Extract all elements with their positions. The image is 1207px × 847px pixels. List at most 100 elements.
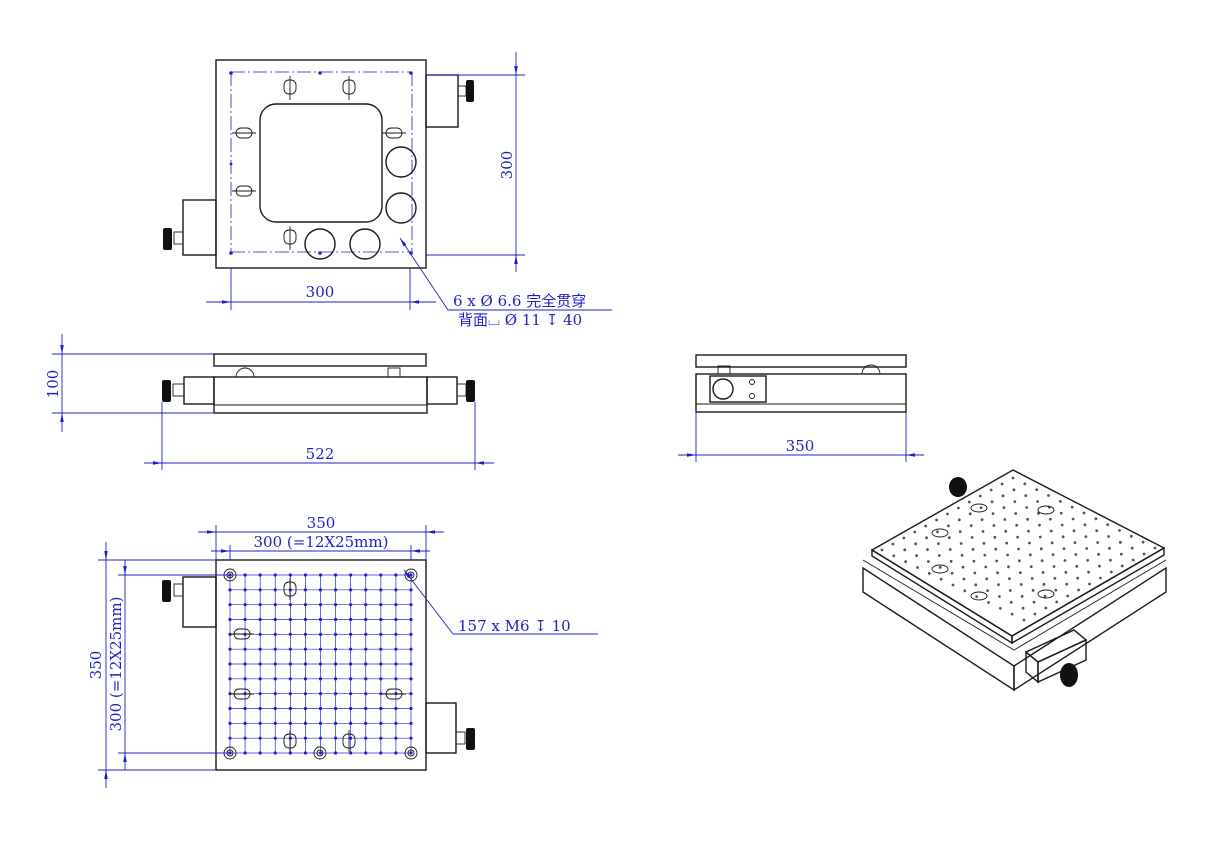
grid-hole	[333, 603, 338, 607]
iso-hole	[1048, 517, 1052, 521]
iso-hole	[990, 500, 994, 504]
iso-hole	[1086, 558, 1090, 562]
grid-hole	[288, 617, 292, 622]
iso-hole	[950, 571, 954, 575]
iso-hole	[1024, 494, 1028, 498]
grid-hole	[409, 721, 413, 725]
iso-hole	[902, 536, 906, 540]
grid-hole	[228, 706, 232, 711]
grid-hole	[394, 617, 398, 622]
iso-hole	[904, 560, 908, 564]
grid-hole	[364, 573, 368, 577]
iso-hole	[1072, 529, 1076, 533]
iso-hole	[1055, 600, 1059, 604]
grid-hole	[303, 677, 308, 681]
iso-hole	[1007, 565, 1010, 569]
front-top-plate	[213, 353, 427, 367]
grid-hole	[318, 721, 323, 725]
iso-hole	[1083, 523, 1087, 527]
grid-hole	[273, 662, 277, 666]
grid-hole	[288, 603, 292, 607]
iso-hole	[1038, 523, 1041, 527]
grid-hole	[333, 751, 338, 755]
top-width-dim: 300	[306, 283, 335, 301]
grid-hole	[273, 751, 277, 755]
grid-hole	[409, 647, 413, 651]
iso-hole	[958, 530, 962, 534]
iso-hole	[937, 554, 941, 557]
grid-hole	[379, 647, 383, 651]
front-width-dim: 522	[306, 445, 335, 463]
grid-hole	[303, 573, 308, 577]
grid-hole	[394, 736, 398, 740]
grid-hole	[379, 662, 383, 666]
grid-hole	[349, 706, 353, 711]
iso-hole	[1025, 506, 1029, 509]
iso-hole	[1062, 547, 1066, 551]
iso-hole	[892, 554, 896, 558]
grid-hole	[349, 632, 353, 636]
iso-hole	[963, 589, 967, 593]
grid-hole	[379, 692, 383, 696]
iso-hole	[1017, 547, 1020, 551]
iso-hole	[1018, 571, 1022, 575]
iso-hole	[968, 512, 972, 516]
iso-hole	[1088, 582, 1091, 586]
iso-hole	[1065, 582, 1069, 586]
iso-hole	[1022, 618, 1026, 622]
iso-hole	[998, 606, 1002, 610]
grid-hole	[394, 662, 398, 666]
iso-hole	[1082, 511, 1086, 515]
grid-hole	[379, 721, 383, 725]
grid-hole	[379, 751, 383, 755]
iso-hole	[1030, 577, 1034, 580]
iso-hole	[1095, 529, 1099, 533]
grid-hole	[273, 692, 277, 696]
grid-hole	[409, 632, 413, 636]
grid-hole	[258, 706, 262, 711]
grid-hole	[379, 603, 383, 607]
grid-hole	[243, 603, 247, 607]
iso-hole	[951, 583, 955, 587]
iso-hole	[1054, 588, 1058, 592]
iso-hole	[1028, 553, 1032, 557]
grid-hole	[349, 736, 353, 740]
front-view: 100 522	[44, 334, 494, 470]
grid-hole	[288, 573, 292, 577]
iso-hole	[1006, 553, 1009, 557]
iso-top-plate	[870, 469, 1166, 637]
grid-hole	[379, 588, 383, 592]
iso-hole	[1051, 553, 1055, 557]
iso-hole	[1029, 565, 1033, 569]
front-height-dim: 100	[44, 370, 62, 399]
grid-hole	[364, 736, 368, 740]
grid-hole	[243, 617, 247, 622]
iso-hole	[1031, 588, 1035, 592]
iso-hole	[962, 577, 966, 581]
grid-inner-height-dim: 300 (=12X25mm)	[107, 597, 125, 732]
iso-hole	[993, 535, 997, 539]
grid-hole	[349, 588, 353, 592]
grid-hole	[409, 588, 413, 592]
iso-hole	[1036, 500, 1039, 503]
iso-hole	[1027, 529, 1030, 533]
iso-hole	[1058, 499, 1062, 503]
iso-hole	[1038, 535, 1042, 539]
grid-hole	[379, 573, 383, 577]
grid-hole	[409, 706, 413, 711]
iso-hole	[982, 541, 986, 545]
iso-hole	[1032, 600, 1036, 604]
iso-hole	[936, 530, 939, 534]
grid-hole	[243, 677, 247, 681]
grid-hole	[333, 617, 338, 622]
iso-hole	[926, 548, 929, 552]
iso-hole	[915, 554, 918, 558]
iso-hole	[1084, 535, 1088, 539]
grid-hole	[364, 721, 368, 725]
iso-hole	[947, 524, 950, 528]
iso-hole	[1130, 546, 1134, 550]
grid-hole	[333, 632, 338, 636]
grid-hole	[349, 603, 353, 607]
grid-hole	[288, 721, 292, 725]
